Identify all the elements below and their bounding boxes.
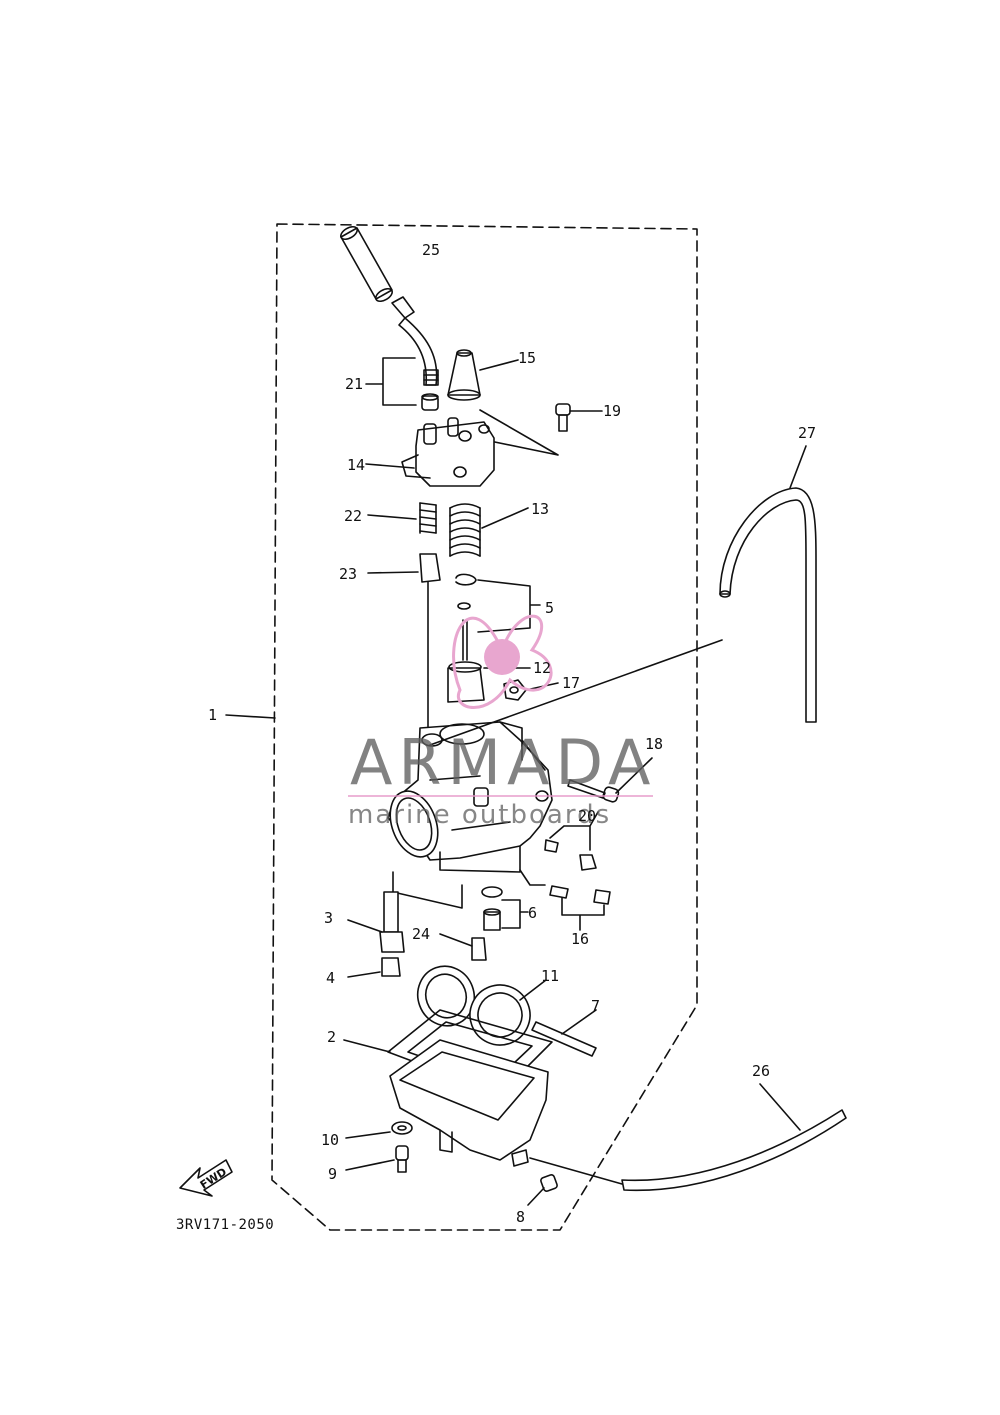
part-20-pilot-screw (544, 811, 599, 871)
callout-15: 15 (518, 349, 537, 367)
part-26-drain-hose (529, 1083, 847, 1192)
callout-8: 8 (516, 1208, 526, 1226)
callout-21: 21 (345, 375, 364, 393)
callout-27: 27 (798, 424, 817, 442)
callout-19: 19 (603, 402, 622, 420)
watermark-brand: ARMADA (350, 726, 657, 799)
part-1-leader (225, 714, 276, 719)
part-8-drain-screw (527, 1174, 558, 1206)
part-15-rubber-cap (447, 349, 519, 401)
callout-14: 14 (347, 456, 366, 474)
callout-7: 7 (591, 997, 601, 1015)
part-7-float-pin (531, 1009, 597, 1057)
callout-4: 4 (326, 969, 336, 987)
part-19-screw (479, 403, 603, 456)
drawing-code: 3RV171-2050 (176, 1217, 275, 1233)
part-4-main-jet (347, 957, 401, 978)
callout-24: 24 (412, 925, 431, 943)
callout-1: 1 (208, 706, 218, 724)
callout-18: 18 (645, 735, 664, 753)
part-16-throttle-stop (549, 885, 611, 931)
callout-22: 22 (344, 507, 363, 525)
float-bowl (389, 1039, 549, 1167)
armada-logo-icon (452, 614, 553, 709)
part-22-small-spring (367, 502, 437, 534)
part-14-top-cover (365, 417, 495, 487)
part-3-jet-holder (347, 891, 405, 953)
part-27-vent-hose (719, 445, 817, 723)
callout-12: 12 (533, 659, 552, 677)
part-13-main-spring (449, 503, 529, 557)
callout-26: 26 (752, 1062, 771, 1080)
callout-6: 6 (528, 904, 538, 922)
carburetor-body (387, 721, 553, 873)
callout-23: 23 (339, 565, 358, 583)
callout-3: 3 (324, 909, 334, 927)
watermark-tagline: marine outboards (348, 800, 612, 830)
part-23-needle-holder (367, 553, 441, 729)
callout-2: 2 (327, 1028, 337, 1046)
callout-16: 16 (571, 930, 590, 948)
callout-25: 25 (422, 241, 441, 259)
callout-11: 11 (541, 967, 560, 985)
callout-9: 9 (328, 1165, 338, 1183)
part-18-screw (567, 757, 653, 803)
callout-17: 17 (562, 674, 581, 692)
part-9-screw (345, 1145, 409, 1173)
part-24-jet (439, 933, 487, 961)
callout-13: 13 (531, 500, 550, 518)
part-21-cable-adjuster (365, 317, 439, 411)
assembly-boundary (271, 223, 698, 1231)
part-11-float (416, 965, 547, 1046)
callout-20: 20 (578, 807, 597, 825)
callout-10: 10 (321, 1131, 340, 1149)
part-10-washer (345, 1121, 413, 1139)
guide-lines (392, 639, 723, 909)
fwd-arrow-icon (179, 1159, 233, 1197)
part-5-clips (455, 573, 541, 633)
part-25-cable-boot (340, 225, 415, 319)
callout-5: 5 (545, 599, 555, 617)
watermark-underline (348, 795, 653, 797)
part-6-plug (481, 886, 529, 931)
